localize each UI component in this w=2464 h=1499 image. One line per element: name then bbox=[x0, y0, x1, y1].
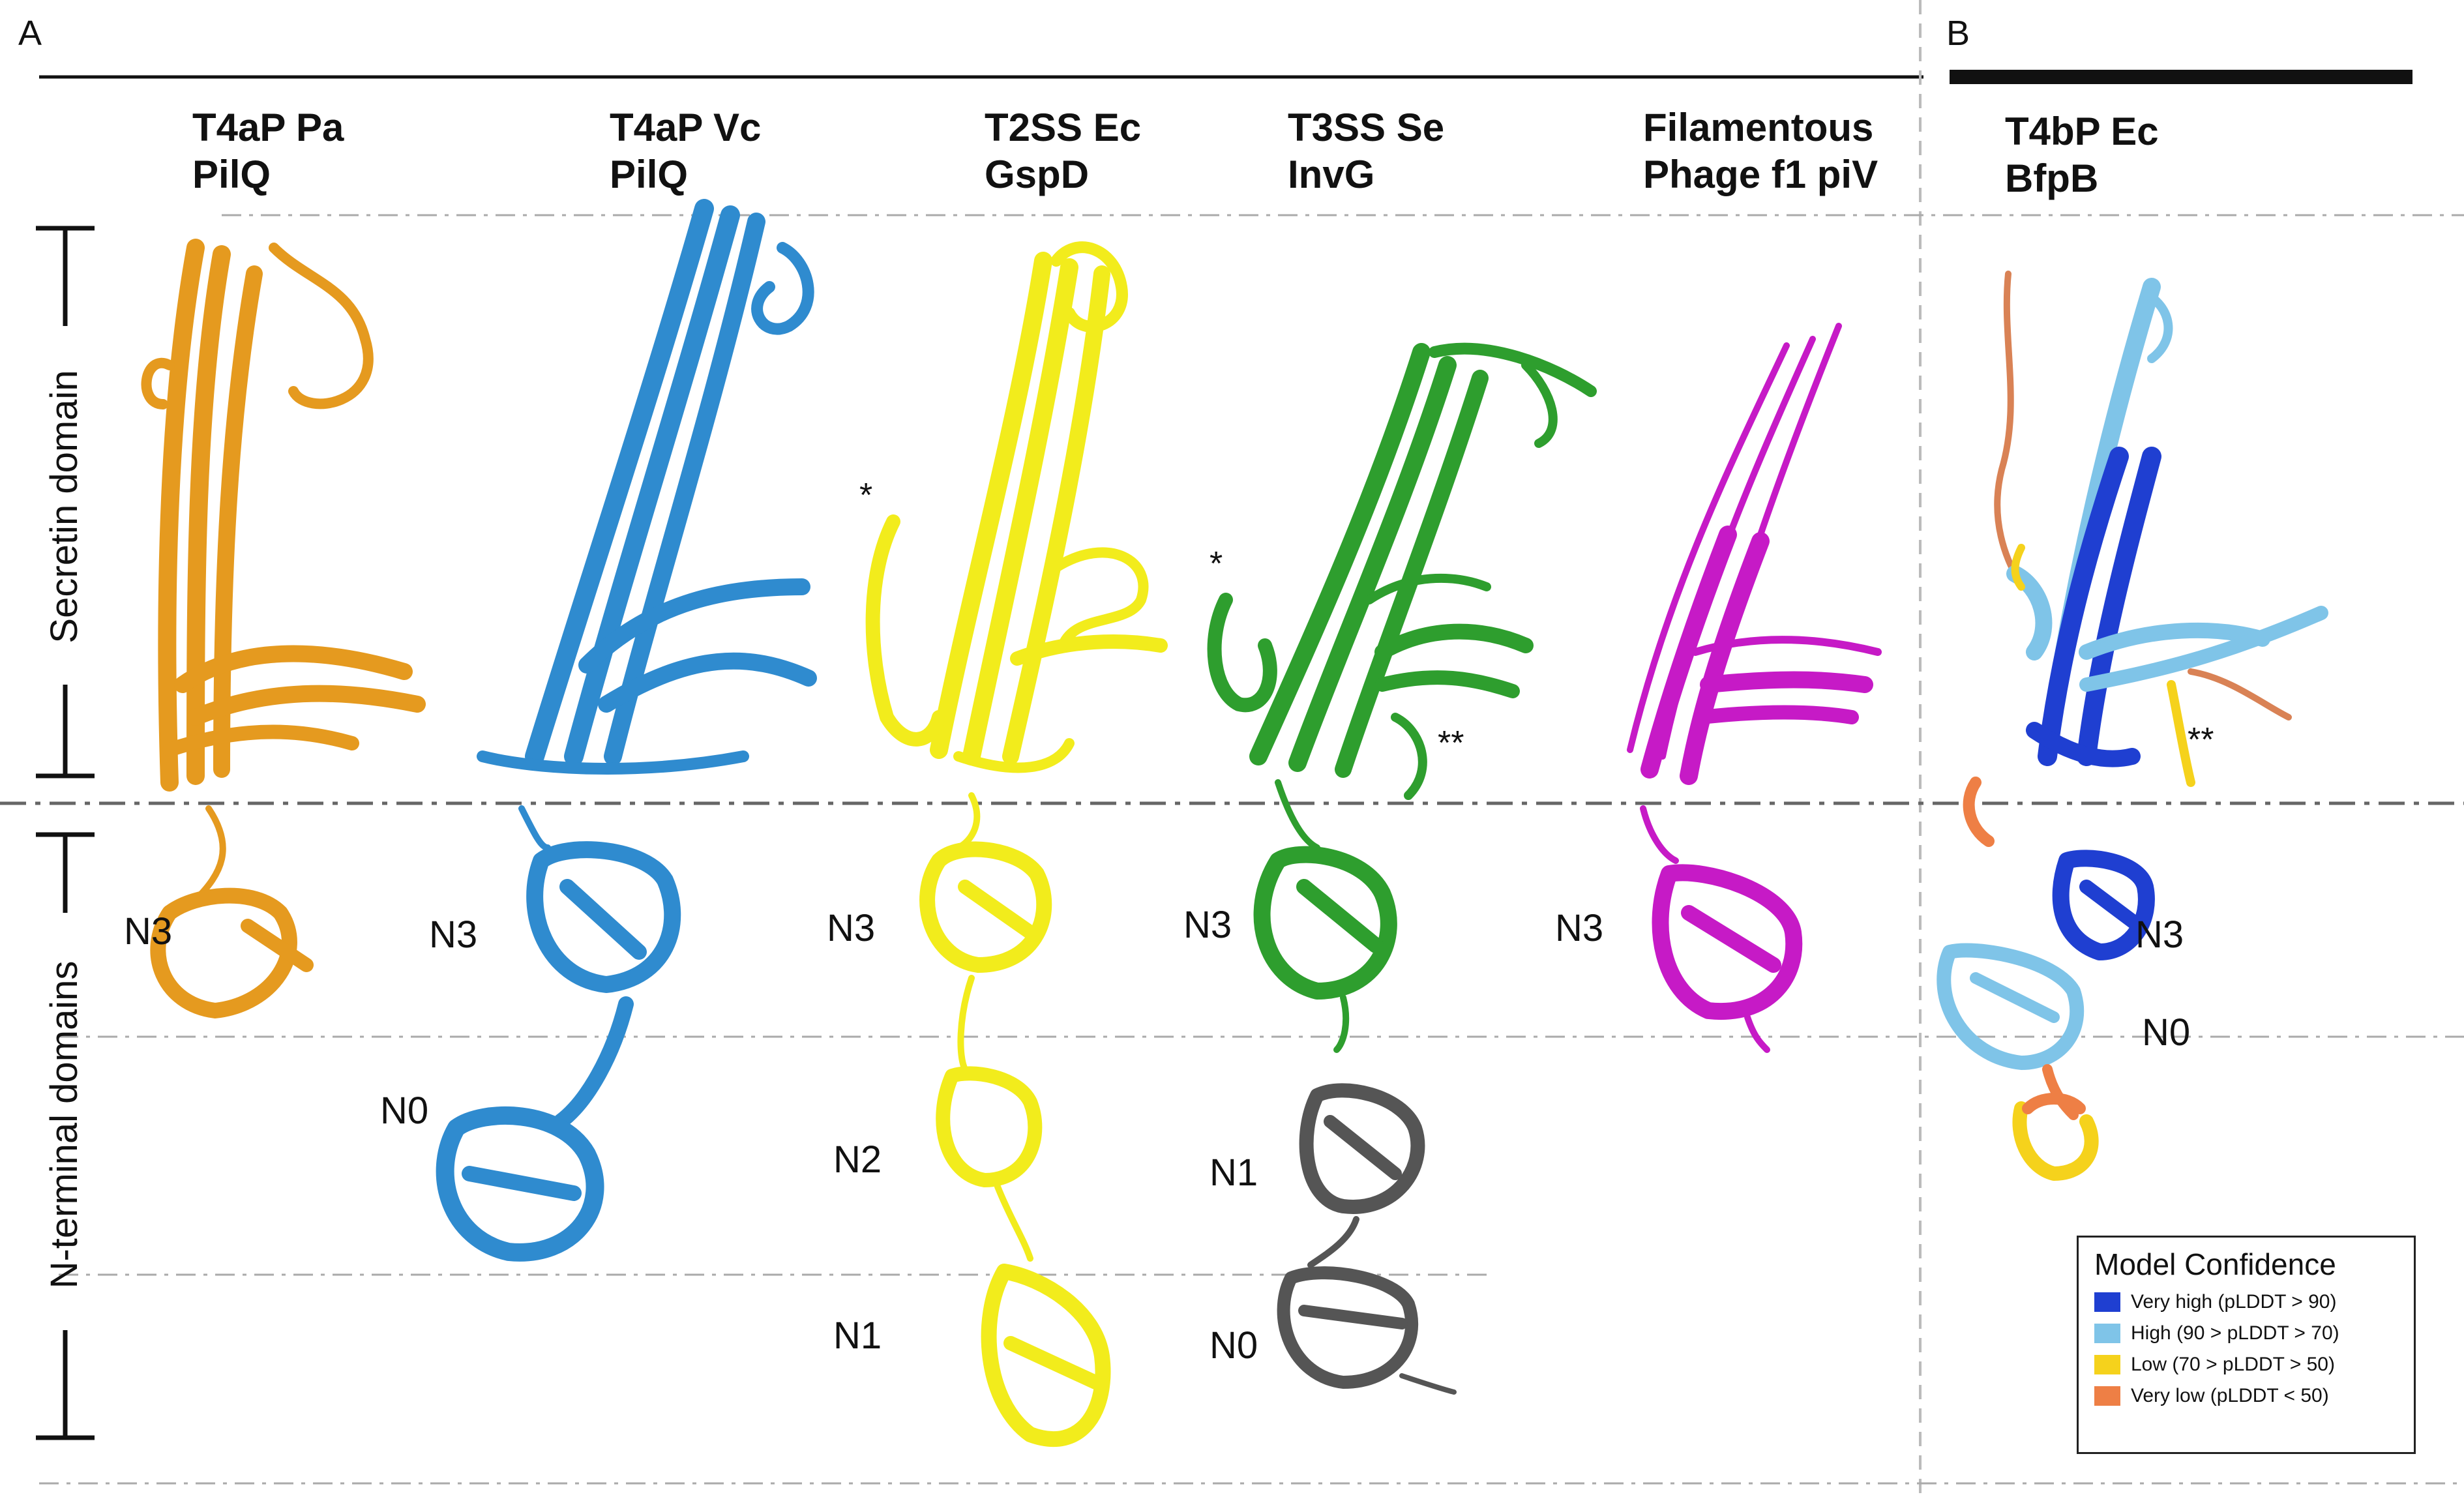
legend-item-high: High (90 > pLDDT > 70) bbox=[2094, 1322, 2398, 1344]
domain-label-pa-n3: N3 bbox=[124, 910, 173, 953]
column-title-line2: InvG bbox=[1288, 153, 1375, 196]
domain-label-se-n0: N0 bbox=[1210, 1324, 1258, 1367]
column-title-line1: Filamentous bbox=[1643, 106, 1874, 149]
legend-title: Model Confidence bbox=[2094, 1247, 2336, 1281]
legend-swatch-high bbox=[2094, 1324, 2120, 1343]
secretin-bracket bbox=[36, 226, 95, 779]
structure-t4ap-pa-pilq bbox=[141, 239, 426, 1018]
legend-swatch-very-high bbox=[2094, 1292, 2120, 1312]
column-title-phage-f1-piv: Filamentous Phage f1 piV bbox=[1643, 104, 1878, 198]
nterminal-bracket bbox=[36, 832, 95, 1440]
marker-se-single-star: * bbox=[1210, 545, 1223, 583]
column-title-t4ap-vc-pilq: T4aP Vc PilQ bbox=[610, 104, 761, 198]
structure-phage-f1-piv bbox=[1627, 323, 1882, 1053]
legend-label: Very low (pLDDT < 50) bbox=[2131, 1385, 2329, 1406]
domain-label-bfpb-n0: N0 bbox=[2142, 1011, 2191, 1054]
marker-bfpb-double-star: ** bbox=[2188, 721, 2214, 759]
domain-label-se-n1: N1 bbox=[1210, 1151, 1258, 1194]
domain-label-vc-n3: N3 bbox=[429, 913, 478, 956]
column-title-line1: T4aP Vc bbox=[610, 106, 762, 149]
domain-label-ec-n1: N1 bbox=[833, 1314, 882, 1357]
domain-label-ec-n2: N2 bbox=[833, 1138, 882, 1181]
column-title-line1: T4aP Pa bbox=[192, 106, 344, 149]
domain-label-bfpb-n3: N3 bbox=[2135, 913, 2184, 956]
column-title-line1: T3SS Se bbox=[1288, 106, 1445, 149]
marker-ec-single-star: * bbox=[859, 477, 873, 514]
domain-label-f1-n3: N3 bbox=[1555, 907, 1604, 949]
structure-t3ss-se-n1-n0 bbox=[1277, 1083, 1457, 1395]
legend-label: High (90 > pLDDT > 70) bbox=[2131, 1322, 2339, 1344]
panel-label-a: A bbox=[18, 14, 42, 53]
legend-label: Low (70 > pLDDT > 50) bbox=[2131, 1354, 2335, 1375]
domain-label-ec-n3: N3 bbox=[827, 907, 876, 949]
structure-t2ss-ec-gspd bbox=[865, 241, 1168, 1447]
legend-swatch-low bbox=[2094, 1355, 2120, 1374]
legend-swatch-very-low bbox=[2094, 1386, 2120, 1406]
model-confidence-legend: Model Confidence Very high (pLDDT > 90) … bbox=[2077, 1236, 2416, 1454]
legend-label: Very high (pLDDT > 90) bbox=[2131, 1291, 2337, 1313]
column-title-line1: T2SS Ec bbox=[985, 106, 1142, 149]
panel-label-b: B bbox=[1946, 14, 1970, 53]
secretin-domain-label: Secretin domain bbox=[43, 370, 85, 644]
n-terminal-domains-label: N-terminal domains bbox=[43, 960, 85, 1289]
column-title-t4ap-pa-pilq: T4aP Pa PilQ bbox=[192, 104, 344, 198]
column-title-t3ss-se-invg: T3SS Se InvG bbox=[1288, 104, 1444, 198]
column-title-t4bp-ec-bfpb: T4bP Ec BfpB bbox=[2005, 108, 2159, 202]
legend-item-very-high: Very high (pLDDT > 90) bbox=[2094, 1291, 2398, 1313]
structure-t4bp-ec-bfpb bbox=[1937, 271, 2328, 1181]
legend-item-very-low: Very low (pLDDT < 50) bbox=[2094, 1385, 2398, 1407]
column-title-t2ss-ec-gspd: T2SS Ec GspD bbox=[985, 104, 1141, 198]
column-title-line2: Phage f1 piV bbox=[1643, 153, 1878, 196]
column-title-line2: GspD bbox=[985, 153, 1090, 196]
structure-t3ss-se-invg bbox=[1207, 342, 1597, 1053]
legend-item-low: Low (70 > pLDDT > 50) bbox=[2094, 1354, 2398, 1376]
structure-t4ap-vc-pilq bbox=[436, 199, 817, 1262]
column-title-line2: PilQ bbox=[192, 153, 271, 196]
column-title-line1: T4bP Ec bbox=[2005, 110, 2159, 153]
marker-se-double-star: ** bbox=[1438, 724, 1464, 762]
domain-label-vc-n0: N0 bbox=[380, 1090, 429, 1132]
domain-label-se-n3: N3 bbox=[1183, 904, 1232, 946]
column-title-line2: BfpB bbox=[2005, 156, 2099, 200]
column-title-line2: PilQ bbox=[610, 153, 689, 196]
